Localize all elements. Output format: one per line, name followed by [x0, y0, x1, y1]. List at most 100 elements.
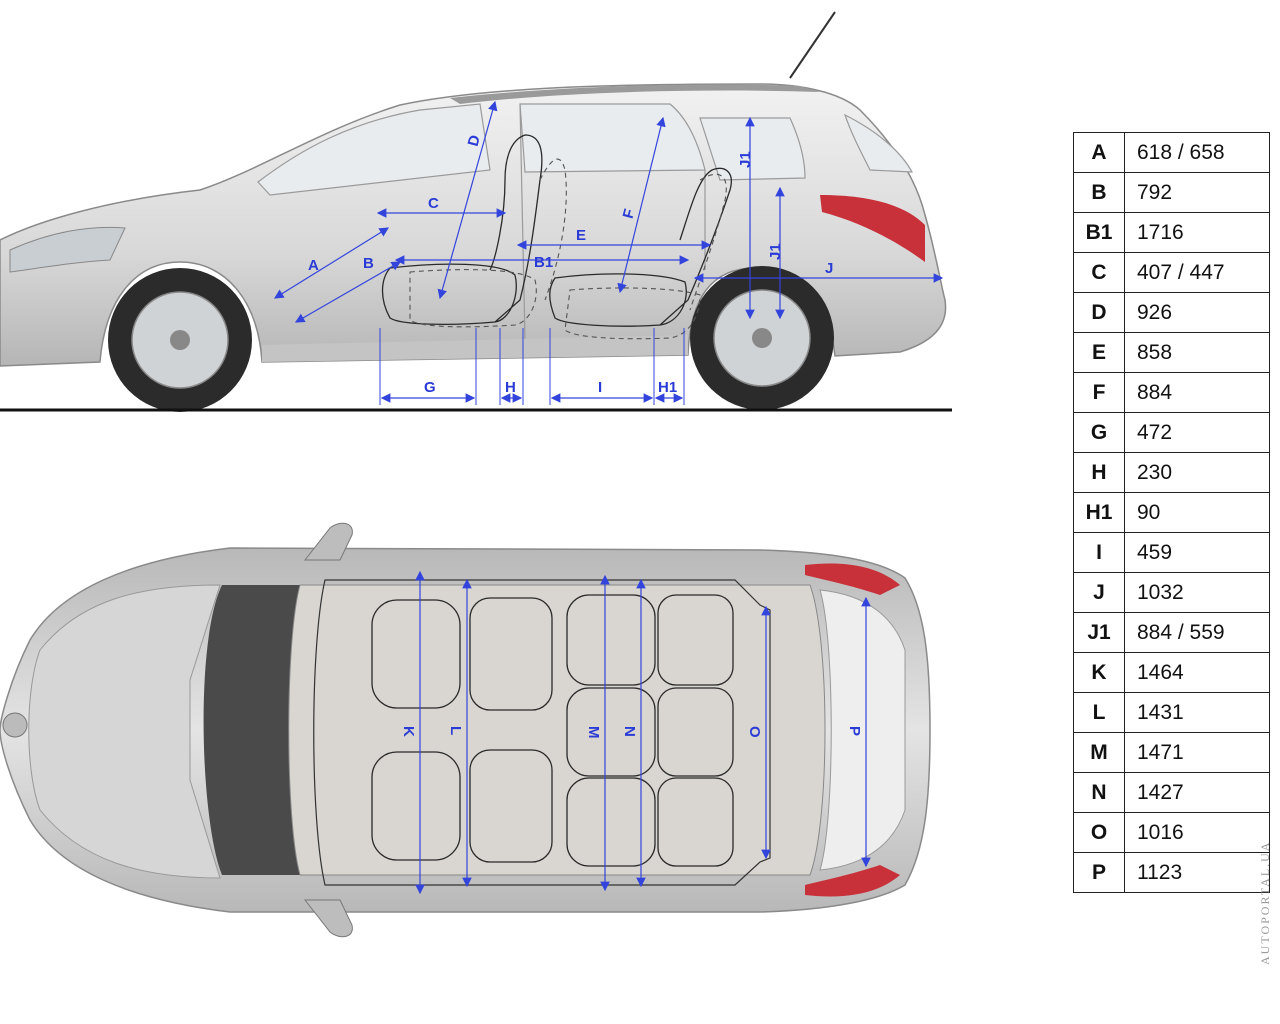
door-line — [519, 103, 526, 341]
rear-door-window — [519, 103, 706, 173]
dimension-key: C — [1073, 252, 1125, 293]
dimension-key: P — [1073, 852, 1125, 893]
dim-label-e: E — [576, 227, 586, 244]
dimension-value: 618 / 658 — [1124, 132, 1270, 173]
dim-line-f — [617, 116, 666, 294]
dim-label-h: H — [505, 379, 516, 396]
dimension-key: J — [1073, 572, 1125, 613]
dim-label-a: A — [308, 257, 319, 274]
dimension-key: L — [1073, 692, 1125, 733]
dimension-key: K — [1073, 652, 1125, 693]
dimension-key: D — [1073, 292, 1125, 333]
dimension-key: H — [1073, 452, 1125, 493]
dim-label-b1: B1 — [534, 254, 553, 271]
dim-label-j: J — [825, 260, 833, 277]
rear-window — [843, 113, 914, 173]
dimension-key: O — [1073, 812, 1125, 853]
rear-seat-dashed — [564, 173, 727, 340]
left-mirror — [303, 522, 353, 561]
dim-label-i: I — [598, 379, 602, 396]
dimension-key: H1 — [1073, 492, 1125, 533]
dimension-value: 1464 — [1124, 652, 1270, 693]
dimension-value: 1016 — [1124, 812, 1270, 853]
side-headlight — [9, 226, 126, 273]
dimension-key: G — [1073, 412, 1125, 453]
cabin-interior — [288, 584, 826, 876]
right-mirror — [303, 899, 353, 938]
dim-label-d: D — [465, 133, 484, 148]
dim-label-j1-top: J1 — [737, 151, 754, 168]
dimension-value: 90 — [1124, 492, 1270, 533]
side-tail-light — [820, 195, 925, 262]
dimension-key: M — [1073, 732, 1125, 773]
dimension-value: 884 — [1124, 372, 1270, 413]
dim-label-m: M — [585, 726, 602, 739]
dimension-key: B1 — [1073, 212, 1125, 253]
dimension-value: 407 / 447 — [1124, 252, 1270, 293]
top-view: K L M N O P — [0, 522, 931, 938]
front-wheel — [108, 268, 252, 412]
dimension-key: F — [1073, 372, 1125, 413]
dimension-key: J1 — [1073, 612, 1125, 653]
top-tail-light-upper — [805, 563, 900, 595]
dimension-value: 472 — [1124, 412, 1270, 453]
rear-wheel — [690, 266, 834, 410]
dimension-value: 1427 — [1124, 772, 1270, 813]
dimension-key: B — [1073, 172, 1125, 213]
dimension-value: 1471 — [1124, 732, 1270, 773]
dim-label-b: B — [363, 255, 374, 272]
side-sill — [262, 335, 688, 362]
dimension-value: 792 — [1124, 172, 1270, 213]
dimension-value: 1431 — [1124, 692, 1270, 733]
roof-rail — [450, 84, 820, 104]
dimension-value: 230 — [1124, 452, 1270, 493]
brand-logo — [2, 712, 28, 738]
dim-label-f: F — [620, 207, 639, 220]
side-view: A B B1 C D E F J1 J1 J G H I H1 — [0, 11, 952, 412]
dim-label-p: P — [846, 726, 863, 736]
dimension-value: 926 — [1124, 292, 1270, 333]
dim-label-l: L — [447, 726, 464, 735]
top-tail-light-lower — [805, 865, 900, 897]
dimension-value: 459 — [1124, 532, 1270, 573]
dimension-key: I — [1073, 532, 1125, 573]
dim-label-k: K — [400, 726, 417, 737]
dimension-value: 1716 — [1124, 212, 1270, 253]
dimension-key: E — [1073, 332, 1125, 373]
dim-line-b — [294, 261, 402, 323]
hood — [28, 584, 221, 879]
dim-label-o: O — [746, 726, 763, 738]
dimension-value: 858 — [1124, 332, 1270, 373]
dimension-key: N — [1073, 772, 1125, 813]
dim-label-j1-bottom: J1 — [767, 243, 784, 260]
watermark: AUTOPORTAL.UA — [1258, 840, 1272, 965]
dim-label-n: N — [621, 726, 638, 737]
dimension-key: A — [1073, 132, 1125, 173]
dim-line-d — [437, 100, 498, 300]
dimension-value: 884 / 559 — [1124, 612, 1270, 653]
dimension-value: 1123 — [1124, 852, 1270, 893]
dim-label-g: G — [424, 379, 436, 396]
dimension-value: 1032 — [1124, 572, 1270, 613]
windshield — [203, 585, 300, 875]
